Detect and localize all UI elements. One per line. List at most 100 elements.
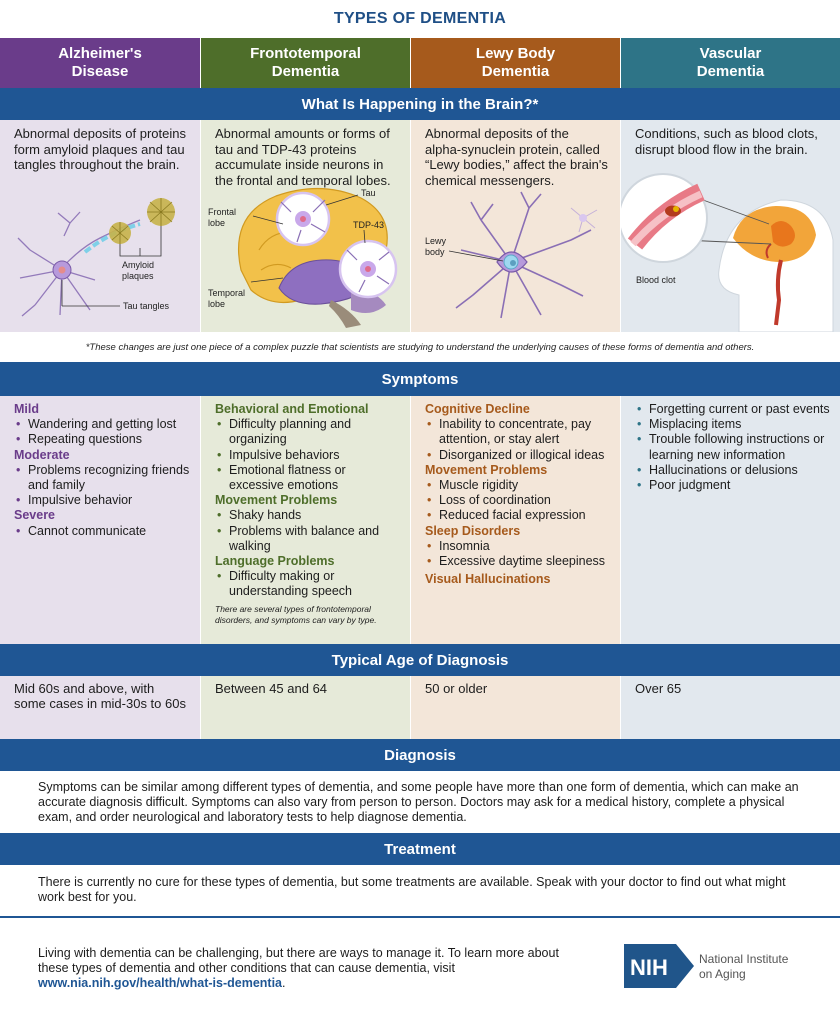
header-line: Vascular [699, 45, 762, 62]
label-tau: Tau [361, 188, 376, 198]
list-item: Loss of coordination [425, 493, 610, 508]
list-item: Repeating questions [14, 432, 190, 447]
diagnosis-section: Symptoms can be similar among different … [0, 771, 840, 833]
footer: Living with dementia can be challenging,… [0, 916, 840, 1026]
brain-row: Abnormal deposits of proteins form amylo… [0, 120, 840, 332]
age-lewy-body: 50 or older [411, 676, 621, 739]
frontotemporal-note: There are several types of frontotempora… [215, 603, 377, 625]
label-plaques: plaques [122, 271, 154, 281]
label-blood-clot: Blood clot [636, 275, 676, 285]
stage-heading-moderate: Moderate [14, 447, 70, 462]
age-vascular: Over 65 [621, 676, 840, 739]
list-item: Wandering and getting lost [14, 417, 190, 432]
list-item: Forgetting current or past events [635, 402, 830, 417]
org-line: National Institute [699, 952, 789, 966]
section-header-diagnosis: Diagnosis [0, 739, 840, 771]
brain-text-vascular: Conditions, such as blood clots, disrupt… [635, 126, 818, 157]
diagnosis-text: Symptoms can be similar among different … [38, 780, 799, 824]
footer-period: . [282, 976, 286, 990]
list-item: Difficulty making or understanding speec… [215, 569, 400, 599]
category-heading-language: Language Problems [215, 554, 335, 569]
symptoms-row: Mild Wandering and getting lost Repeatin… [0, 396, 840, 644]
list-item: Misplacing items [635, 417, 830, 432]
stage-heading-severe: Severe [14, 508, 56, 523]
nia-dementia-link[interactable]: www.nia.nih.gov/health/what-is-dementia [38, 976, 283, 990]
category-heading-cognitive: Cognitive Decline [425, 402, 530, 416]
label-frontal: Frontal [208, 207, 236, 217]
list-item: Impulsive behavior [14, 493, 190, 508]
label-temporal-lobe: lobe [208, 299, 225, 309]
label-tau-tangles: Tau tangles [123, 301, 170, 311]
label-temporal: Temporal [208, 288, 245, 298]
list-item: Impulsive behaviors [215, 448, 400, 463]
header-line: Dementia [271, 63, 340, 80]
list-item: Trouble following instructions or learni… [635, 432, 830, 462]
list-item: Poor judgment [635, 478, 830, 493]
category-heading-sleep: Sleep Disorders [425, 523, 521, 538]
section-header-symptoms: Symptoms [0, 362, 840, 396]
list-item: Reduced facial expression [425, 508, 610, 523]
header-line: Alzheimer's [58, 45, 142, 62]
symptom-list: Difficulty making or understanding speec… [215, 569, 400, 599]
symptoms-frontotemporal: Behavioral and Emotional Difficulty plan… [201, 396, 411, 644]
label-tdp43: TDP-43 [353, 220, 384, 230]
brain-lobes-illustration: Frontal lobe Temporal lobe Tau TDP-43 [208, 187, 398, 328]
brain-text-lewy-body: Abnormal deposits of the alpha-synuclein… [425, 126, 608, 188]
age-alzheimers: Mid 60s and above, with some cases in mi… [0, 676, 201, 739]
nih-logo: NIH [624, 944, 694, 988]
label-body: body [425, 247, 445, 257]
section-header-brain: What Is Happening in the Brain?* [0, 88, 840, 120]
list-item: Problems with balance and walking [215, 524, 400, 554]
symptom-list: Wandering and getting lost Repeating que… [14, 417, 190, 448]
list-item: Disorganized or illogical ideas [425, 448, 610, 463]
symptoms-vascular: Forgetting current or past events Mispla… [621, 396, 840, 644]
symptom-list: Inability to concentrate, pay attention,… [425, 417, 610, 463]
brain-text-alzheimers: Abnormal deposits of proteins form amylo… [14, 126, 186, 172]
header-line: Disease [71, 63, 129, 80]
brain-cell-lewy-body: Abnormal deposits of the alpha-synuclein… [411, 120, 621, 332]
category-heading-movement: Movement Problems [425, 462, 548, 477]
symptom-list: Problems recognizing friends and family … [14, 463, 190, 509]
category-heading-visual: Visual Hallucinations [425, 572, 551, 587]
brain-cell-frontotemporal: Abnormal amounts or forms of tau and TDP… [201, 120, 411, 332]
age-row: Mid 60s and above, with some cases in mi… [0, 676, 840, 739]
symptom-list: Difficulty planning and organizing Impul… [215, 417, 400, 493]
list-item: Insomnia [425, 539, 610, 554]
list-item: Problems recognizing friends and family [14, 463, 190, 493]
neuron-plaques-illustration: Amyloid plaques Tau tangles [17, 198, 175, 317]
list-item: Hallucinations or delusions [635, 463, 830, 478]
footer-body: Living with dementia can be challenging,… [38, 946, 559, 975]
label-frontal-lobe: lobe [208, 218, 225, 228]
symptom-list: Muscle rigidity Loss of coordination Red… [425, 478, 610, 524]
symptom-list: Insomnia Excessive daytime sleepiness [425, 539, 610, 570]
age-frontotemporal: Between 45 and 64 [201, 676, 411, 739]
category-heading-movement: Movement Problems [215, 493, 338, 508]
list-item: Emotional flatness or excessive emotions [215, 463, 400, 493]
header-line: Lewy Body [475, 45, 556, 62]
section-header-treatment: Treatment [0, 833, 840, 865]
label-lewy: Lewy [425, 236, 447, 246]
brain-text-frontotemporal: Abnormal amounts or forms of tau and TDP… [215, 126, 391, 188]
head-blood-clot-illustration: Blood clot [621, 173, 834, 332]
symptoms-alzheimers: Mild Wandering and getting lost Repeatin… [0, 396, 201, 644]
treatment-section: There is currently no cure for these typ… [0, 865, 840, 915]
symptom-list: Shaky hands Problems with balance and wa… [215, 508, 400, 554]
nih-logo-text: NIH [630, 955, 668, 980]
list-item: Difficulty planning and organizing [215, 417, 400, 447]
stage-heading-mild: Mild [14, 402, 39, 416]
treatment-text: There is currently no cure for these typ… [38, 875, 786, 904]
symptoms-lewy-body: Cognitive Decline Inability to concentra… [411, 396, 621, 644]
symptom-list: Cannot communicate [14, 524, 190, 539]
brain-cell-alzheimers: Abnormal deposits of proteins form amylo… [0, 120, 201, 332]
footer-text: Living with dementia can be challenging,… [38, 946, 578, 991]
neuron-lewy-body-illustration: Lewy body [425, 191, 598, 319]
header-line: Frontotemporal [250, 45, 361, 62]
list-item: Cannot communicate [14, 524, 190, 539]
brain-footnote: *These changes are just one piece of a c… [85, 341, 755, 353]
header-line: Dementia [696, 63, 765, 80]
